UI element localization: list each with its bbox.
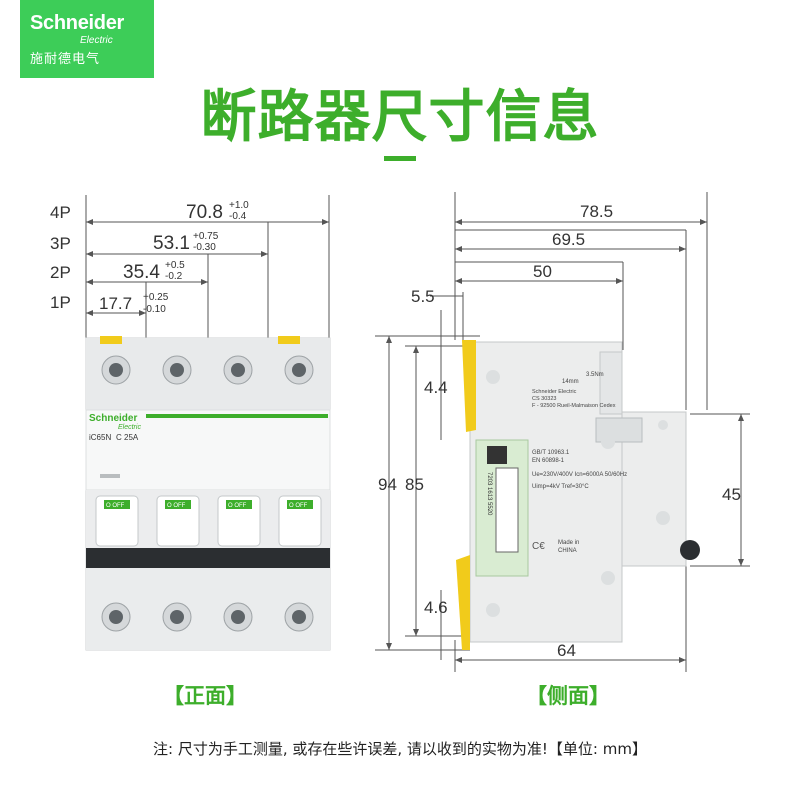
device-brand-sub: Electric (118, 424, 141, 431)
ce-mark: C€ (532, 541, 545, 552)
switch-label-2: O OFF (167, 503, 186, 509)
dim-1p-tol-plus: +0.25 (143, 292, 169, 303)
logo-brand-cn: 施耐德电气 (30, 52, 101, 67)
dim-4p-tol-minus: -0.4 (229, 211, 247, 222)
page-title: 断路器尺寸信息 (200, 85, 600, 150)
top-terminal-screws (101, 355, 314, 385)
side-label-line-11: 3.5Nm (586, 372, 604, 378)
dim-1p-tol-minus: -0.10 (143, 304, 166, 315)
dim-right-height: 45 (722, 485, 741, 504)
barcode (495, 467, 519, 553)
pole-label-3p: 3P (50, 234, 71, 253)
device-model: iC65N (89, 433, 111, 442)
logo-brand-sub: Electric (80, 35, 113, 46)
side-label-line-7: Uimp=4kV Tref=30°C (532, 484, 589, 490)
dim-height-outer: 94 (378, 475, 397, 494)
side-label-line-6: Ue=230V/400V Icn=6000A 50/60Hz (532, 472, 627, 478)
front-view-caption: 【正面】 (163, 684, 247, 708)
pole-label-4p: 4P (50, 203, 71, 222)
dim-lower-gap: 4.6 (424, 598, 448, 617)
dim-base-width: 64 (557, 641, 576, 660)
device-window (100, 474, 120, 478)
side-label-line-1: Schneider Electric (532, 389, 577, 395)
measurement-note: 注: 尺寸为手工测量, 或存在些许误差, 请以收到的实物为准!【单位: mm】 (153, 740, 647, 758)
dim-4p-value: 70.8 (186, 202, 223, 223)
device-rating: C 25A (116, 433, 139, 442)
dim-2p-tol-minus: -0.2 (165, 271, 183, 282)
device-brand: Schneider (89, 413, 137, 424)
pole-label-1p: 1P (50, 293, 71, 312)
switch-label-3: O OFF (228, 503, 247, 509)
din-clip-left (100, 336, 122, 344)
dim-upper-gap: 4.4 (424, 378, 448, 397)
dim-3p-tol-plus: +0.75 (193, 231, 219, 242)
side-label-line-9: CHINA (558, 548, 577, 554)
side-din-clip-bottom (456, 555, 470, 650)
side-label-line-8: Made in (558, 540, 579, 546)
side-label-line-10: 14mm (562, 379, 579, 385)
side-dimension-lines (375, 192, 750, 672)
switch-label-4: O OFF (289, 503, 308, 509)
bottom-terminal-screws (101, 602, 314, 632)
side-breaker-body (469, 341, 700, 643)
switch-label-1: O OFF (106, 503, 125, 509)
side-label-line-12: 7203 1613 5520 (486, 472, 492, 516)
side-label-line-4: GB/T 10963.1 (532, 450, 570, 456)
dim-4p-tol-plus: +1.0 (229, 200, 249, 211)
dim-total-depth: 78.5 (580, 202, 613, 221)
qr-code (487, 446, 507, 464)
logo-brand: Schneider (30, 12, 124, 34)
dim-3p-tol-minus: -0.30 (193, 242, 216, 253)
front-dimension-lines (85, 195, 330, 350)
dim-1p-value: 17.7 (99, 294, 132, 313)
side-dim-extra-lines (455, 248, 686, 282)
dim-2p-tol-plus: +0.5 (165, 260, 185, 271)
side-label-line-5: EN 60898-1 (532, 458, 565, 464)
side-view-caption: 【侧面】 (526, 684, 610, 708)
dim-depth2: 69.5 (552, 230, 585, 249)
dim-height-inner: 85 (405, 475, 424, 494)
din-clip-right (278, 336, 300, 344)
device-green-stripe (146, 414, 328, 418)
schneider-logo: Schneider Electric 施耐德电气 (20, 0, 154, 78)
side-label-line-2: CS 30323 (532, 396, 556, 402)
front-arrowheads (86, 219, 329, 316)
dim-3p-value: 53.1 (153, 233, 190, 254)
side-label-line-3: F - 92500 Rueil-Malmaison Cedex (532, 403, 616, 409)
side-din-clip-top (462, 340, 476, 432)
title-underline (384, 156, 416, 161)
dim-top-offset: 5.5 (411, 287, 435, 306)
dim-depth3: 50 (533, 262, 552, 281)
dim-2p-value: 35.4 (123, 262, 160, 283)
front-breaker-body (85, 337, 331, 651)
pole-label-2p: 2P (50, 263, 71, 282)
